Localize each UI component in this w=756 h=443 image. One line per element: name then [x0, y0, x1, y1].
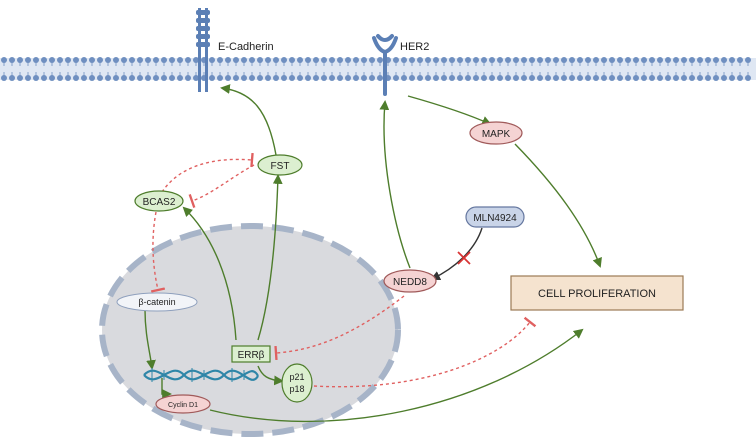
dna-helix — [143, 368, 259, 382]
arrow-errb-to-p21 — [257, 365, 284, 386]
arrow-mapk-to-proliferation — [514, 143, 602, 268]
svg-text:MLN4924: MLN4924 — [473, 213, 517, 224]
svg-text:MAPK: MAPK — [482, 129, 511, 140]
svg-text:β-catenin: β-catenin — [138, 297, 175, 307]
node-cyclin-d1: Cyclin D1 — [155, 394, 211, 414]
pathway-edges — [144, 84, 602, 423]
inhibit-nedd8-to-errb — [274, 295, 405, 361]
svg-text:BCAS2: BCAS2 — [143, 197, 176, 208]
svg-text:ERRβ: ERRβ — [238, 350, 265, 361]
arrow-errb-to-bcas2 — [182, 206, 237, 341]
svg-text:p21: p21 — [289, 372, 304, 382]
cell-membrane — [0, 57, 756, 81]
arrow-errb-to-fst — [257, 174, 283, 341]
node-errb: ERRβ — [231, 345, 271, 363]
svg-text:FST: FST — [271, 161, 290, 172]
inhibit-fst-to-bcas2 — [188, 164, 255, 208]
svg-text:Cyclin D1: Cyclin D1 — [168, 402, 198, 409]
arrow-beta-catenin-to-dna — [144, 309, 156, 370]
node-beta-catenin: β-catenin — [116, 292, 198, 312]
block-x-icon — [457, 251, 471, 265]
arrow-cyclind1-to-proliferation — [209, 328, 584, 423]
node-cell-proliferation: CELL PROLIFERATION — [510, 275, 684, 311]
node-bcas2: BCAS2 — [134, 190, 184, 212]
inhibit-bcas2-to-beta-catenin — [150, 211, 166, 293]
arrow-her2-to-mapk — [407, 95, 492, 126]
arrow-mln4924-to-nedd8 — [430, 227, 483, 281]
her2-receptor — [372, 34, 398, 96]
inhibit-p21-to-proliferation — [313, 316, 537, 388]
e-cadherin-protein — [196, 8, 210, 92]
svg-text:CELL PROLIFERATION: CELL PROLIFERATION — [538, 288, 656, 300]
promoter-arrow — [161, 378, 172, 399]
nucleus — [99, 223, 401, 437]
node-mln4924: MLN4924 — [465, 206, 525, 228]
svg-text:p18: p18 — [289, 384, 304, 394]
node-fst: FST — [257, 154, 303, 176]
arrow-fst-to-ecadherin — [220, 84, 277, 156]
inhibit-bcas2-to-fst — [161, 152, 254, 193]
node-nedd8: NEDD8 — [383, 269, 437, 293]
svg-text:NEDD8: NEDD8 — [393, 277, 427, 288]
node-p21-p18: p21 p18 — [281, 363, 313, 403]
e-cadherin-label: E-Cadherin — [218, 41, 274, 53]
arrow-nedd8-to-her2 — [379, 100, 411, 269]
node-mapk: MAPK — [469, 121, 523, 145]
her2-label: HER2 — [400, 41, 429, 53]
